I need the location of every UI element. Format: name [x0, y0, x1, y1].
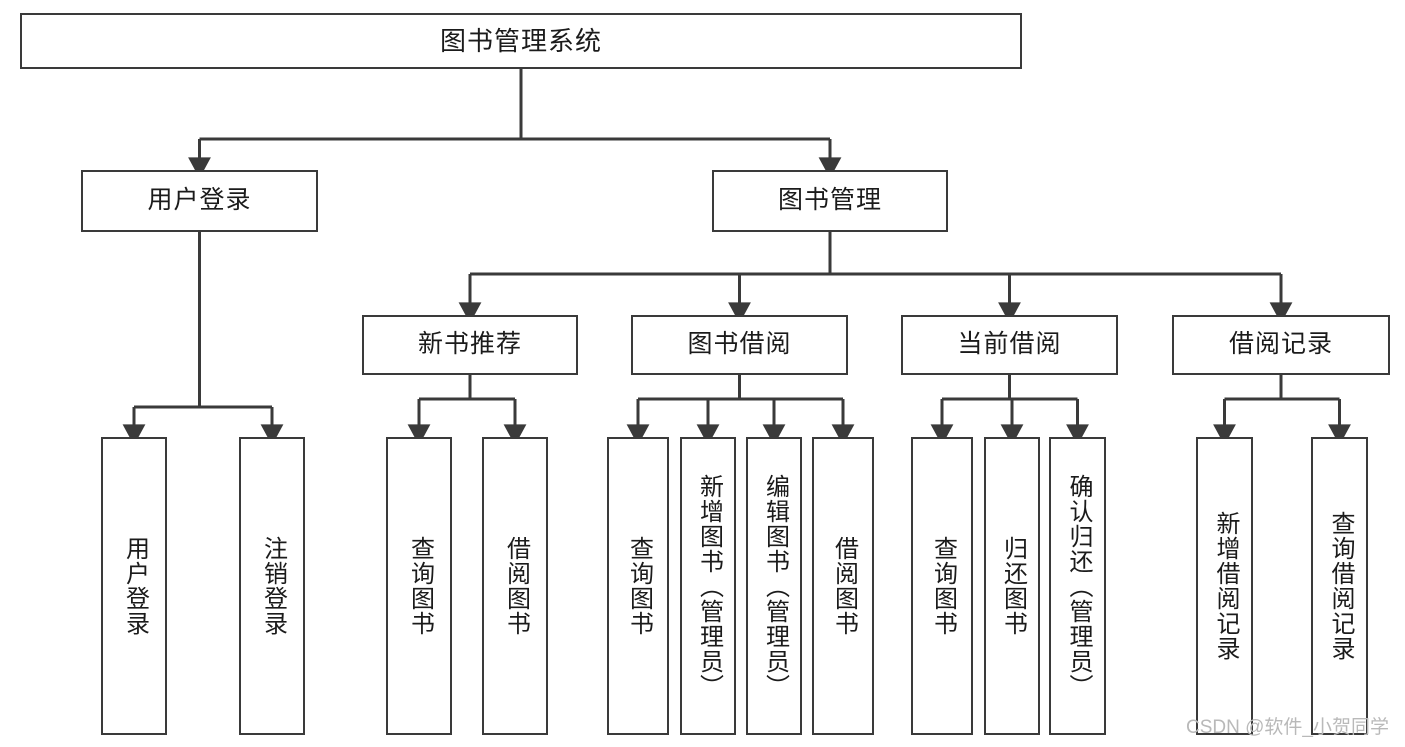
node-bookmgmt[interactable]: 图书管理: [712, 170, 948, 232]
node-label: 新书推荐: [417, 330, 522, 359]
edge-group: [122, 69, 1351, 446]
node-label: 查询图书: [929, 536, 957, 636]
node-leaf-bo-borrow[interactable]: 借阅图书: [812, 437, 874, 735]
node-leaf-re-add[interactable]: 新增借阅记录: [1196, 437, 1253, 735]
node-leaf-re-query[interactable]: 查询借阅记录: [1311, 437, 1368, 735]
node-leaf-new-query[interactable]: 查询图书: [386, 437, 452, 735]
node-label: 查询图书: [406, 536, 434, 636]
node-label: 查询借阅记录: [1326, 511, 1354, 661]
node-leaf-cu-return[interactable]: 归还图书: [984, 437, 1040, 735]
node-label: 新增借阅记录: [1211, 511, 1239, 661]
watermark-label: CSDN @软件_小贺同学: [1186, 717, 1389, 738]
node-leaf-bo-edit[interactable]: 编辑图书（管理员）: [746, 437, 802, 735]
node-label: 注销登录: [259, 536, 287, 636]
node-leaf-bo-add[interactable]: 新增图书（管理员）: [680, 437, 736, 735]
node-leaf-user-logout[interactable]: 注销登录: [239, 437, 305, 735]
node-label: 查询图书: [625, 536, 653, 636]
node-leaf-cu-query[interactable]: 查询图书: [911, 437, 973, 735]
node-label: 当前借阅: [957, 330, 1062, 359]
node-leaf-cu-confirm[interactable]: 确认归还（管理员）: [1049, 437, 1106, 735]
node-leaf-bo-query[interactable]: 查询图书: [607, 437, 669, 735]
node-leaf-new-borrow[interactable]: 借阅图书: [482, 437, 548, 735]
node-label: 归还图书: [999, 536, 1027, 636]
node-leaf-user-login[interactable]: 用户登录: [101, 437, 167, 735]
node-label: 编辑图书（管理员）: [761, 473, 789, 699]
node-login[interactable]: 用户登录: [81, 170, 318, 232]
node-label: 新增图书（管理员）: [695, 473, 723, 699]
node-label: 图书管理: [777, 186, 882, 215]
node-label: 借阅记录: [1228, 330, 1333, 359]
node-label: 图书借阅: [687, 330, 792, 359]
node-label: 借阅图书: [502, 536, 530, 636]
node-records[interactable]: 借阅记录: [1172, 315, 1390, 375]
node-newbook[interactable]: 新书推荐: [362, 315, 578, 375]
node-label: 图书管理系统: [439, 25, 602, 56]
node-label: 借阅图书: [830, 536, 858, 636]
node-borrow[interactable]: 图书借阅: [631, 315, 848, 375]
node-current[interactable]: 当前借阅: [901, 315, 1118, 375]
node-label: 用户登录: [147, 186, 252, 215]
node-label: 用户登录: [121, 536, 149, 636]
node-root[interactable]: 图书管理系统: [20, 13, 1022, 69]
node-label: 确认归还（管理员）: [1064, 473, 1092, 699]
